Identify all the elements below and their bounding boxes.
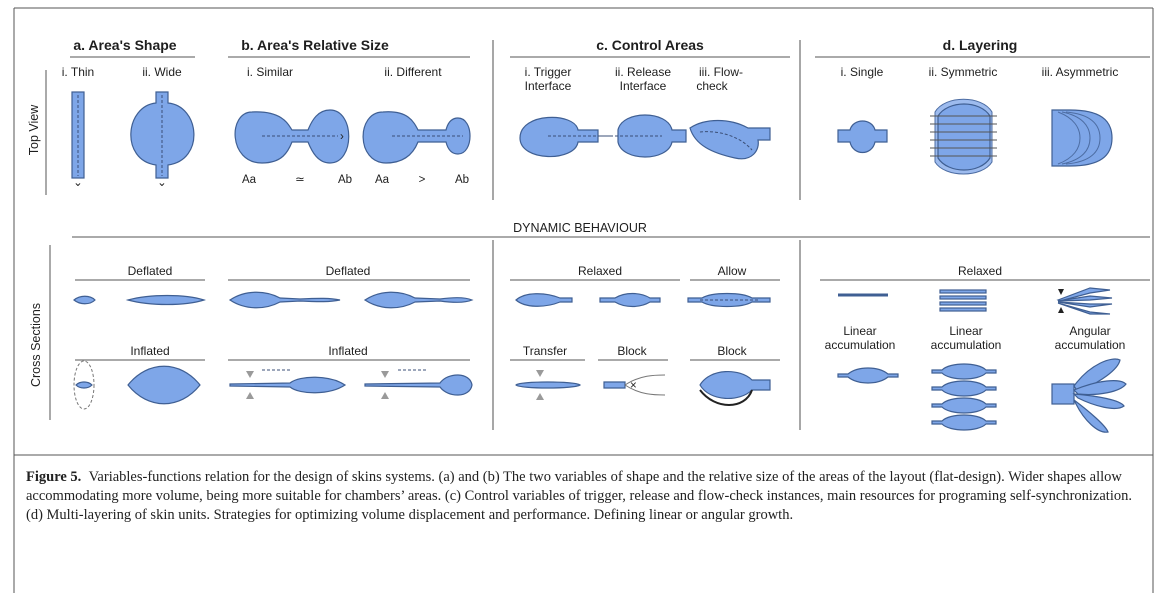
different-areas-shape (362, 111, 471, 164)
relaxed-release-section (599, 292, 661, 308)
label-linear-acc-1a: Linear (843, 324, 876, 338)
label-angular-acc-b: accumulation (1055, 338, 1126, 352)
different-label-aa: Aa (375, 174, 390, 186)
inflated-thin-outline (73, 360, 95, 410)
block-section-2 (699, 370, 771, 400)
caption-label: Figure 5. (26, 469, 82, 485)
different-label-gt: > (419, 174, 426, 186)
label-trigger-2: Interface (525, 79, 572, 93)
angular-acc-fan (1051, 358, 1127, 433)
inflated-different-section (364, 374, 473, 396)
wide-arrow-icon: ⌄ (157, 177, 167, 189)
transfer-arrow-up-icon (536, 393, 544, 400)
label-wide: ii. Wide (142, 65, 182, 79)
label-different: ii. Different (384, 65, 442, 79)
allow-section (687, 292, 771, 308)
label-linear-acc-2a: Linear (949, 324, 982, 338)
side-label-top-view: Top View (27, 104, 41, 155)
inflated-similar-section (229, 376, 347, 394)
press-arrow-down-icon-2 (381, 371, 389, 378)
transfer-section (515, 381, 581, 389)
relaxed-stacked-layers (939, 289, 987, 312)
trigger-interface-shape (519, 116, 599, 158)
label-inflated-a: Inflated (130, 344, 169, 358)
linear-acc-single (837, 367, 899, 384)
press-arrow-down-icon (246, 371, 254, 378)
relaxed-angular-layers (1056, 287, 1113, 315)
deflated-wide-section (125, 294, 206, 306)
label-symmetric: ii. Symmetric (929, 65, 998, 79)
dynamic-behaviour-title: DYNAMIC BEHAVIOUR (513, 221, 647, 235)
different-label-ab: Ab (455, 174, 469, 186)
label-flowcheck-2: check (696, 79, 728, 93)
block-wings-1 (624, 374, 666, 396)
label-relaxed-c: Relaxed (578, 264, 622, 278)
label-linear-acc-2b: accumulation (931, 338, 1002, 352)
label-similar: i. Similar (247, 65, 293, 79)
block-section-1 (603, 381, 626, 389)
label-deflated-b: Deflated (326, 264, 371, 278)
press-arrow-up-icon (246, 392, 254, 399)
inflated-wide-section (127, 365, 201, 405)
flowcheck-shape (689, 119, 771, 160)
label-thin: i. Thin (62, 65, 94, 79)
heading-area-shape: a. Area's Shape (73, 37, 176, 53)
flowcheck-flow-line (699, 131, 753, 151)
thin-arrow-icon: ⌄ (73, 177, 83, 189)
deflated-different-section (363, 291, 474, 309)
label-release-1: ii. Release (615, 65, 671, 79)
asymmetric-layers-shape (1051, 109, 1113, 167)
symmetric-layers-shape (930, 98, 997, 175)
label-angular-acc-a: Angular (1069, 324, 1110, 338)
similar-label-ab: Ab (338, 174, 352, 186)
inflated-thin-section (75, 381, 93, 389)
label-relaxed-d: Relaxed (958, 264, 1002, 278)
block-x-icon: × (630, 380, 637, 392)
label-block-2: Block (717, 344, 747, 358)
similar-label-aa: Aa (242, 174, 257, 186)
linear-acc-stack (931, 363, 997, 431)
label-inflated-b: Inflated (328, 344, 367, 358)
label-release-2: Interface (620, 79, 667, 93)
label-linear-acc-1b: accumulation (825, 338, 896, 352)
label-asymmetric: iii. Asymmetric (1042, 65, 1119, 79)
heading-layering: d. Layering (943, 37, 1018, 53)
block-seal-2 (699, 389, 753, 406)
similar-areas-shape (234, 109, 350, 164)
figure-caption: Figure 5. Variables-functions relation f… (26, 468, 1136, 525)
side-label-cross-sections: Cross Sections (29, 303, 43, 387)
press-arrow-up-icon-2 (381, 392, 389, 399)
heading-relative-size: b. Area's Relative Size (241, 37, 389, 53)
label-single: i. Single (841, 65, 884, 79)
label-allow: Allow (718, 264, 747, 278)
label-flowcheck-1: iii. Flow- (699, 65, 743, 79)
transfer-arrow-down-icon (536, 370, 544, 377)
deflated-thin-section (73, 295, 96, 305)
similar-label-approx: ≃ (295, 174, 305, 186)
deflated-similar-section (228, 291, 341, 309)
heading-control-areas: c. Control Areas (596, 37, 704, 53)
caption-text: Variables-functions relation for the des… (26, 469, 1132, 523)
label-block-1: Block (617, 344, 647, 358)
label-trigger-1: i. Trigger (525, 65, 572, 79)
label-transfer: Transfer (523, 344, 567, 358)
relaxed-trigger-section (515, 293, 573, 307)
label-deflated-a: Deflated (128, 264, 173, 278)
single-layer-shape (837, 120, 888, 154)
similar-arrow-icon: › (340, 131, 344, 143)
